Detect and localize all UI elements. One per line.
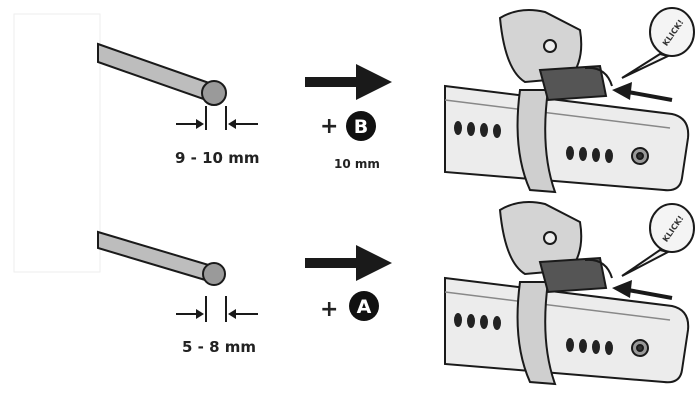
step-top: 9 - 10 mm + B 10 mm [97, 7, 695, 194]
wire-top [97, 42, 227, 106]
arrow-right-icon [305, 245, 392, 281]
svg-text:B: B [354, 116, 368, 138]
measure-marks-bottom [176, 296, 258, 322]
arrow-left-icon-top [612, 82, 673, 102]
svg-text:A: A [357, 296, 372, 318]
arrow-left-icon-bottom [612, 280, 673, 300]
wire-length-label-top: 9 - 10 mm [175, 149, 259, 167]
plus-sign-bottom: + [320, 297, 338, 322]
badge-length-label-top: 10 mm [334, 157, 380, 171]
plus-sign-top: + [320, 114, 338, 139]
measure-marks-top [176, 106, 258, 130]
badge-a-icon: A [349, 291, 379, 321]
badge-b-icon: B [346, 111, 376, 141]
wire-length-label-bottom: 5 - 8 mm [182, 338, 256, 356]
stripping-tool-top [444, 9, 690, 194]
wire-bottom [97, 230, 226, 286]
click-bubble-top: KLICK! [621, 7, 695, 79]
stripping-tool-bottom [444, 201, 690, 386]
click-bubble-bottom: KLICK! [621, 203, 695, 277]
page-edge [13, 13, 101, 273]
step-bottom: 5 - 8 mm + A [97, 201, 695, 386]
arrow-right-icon [305, 64, 392, 100]
